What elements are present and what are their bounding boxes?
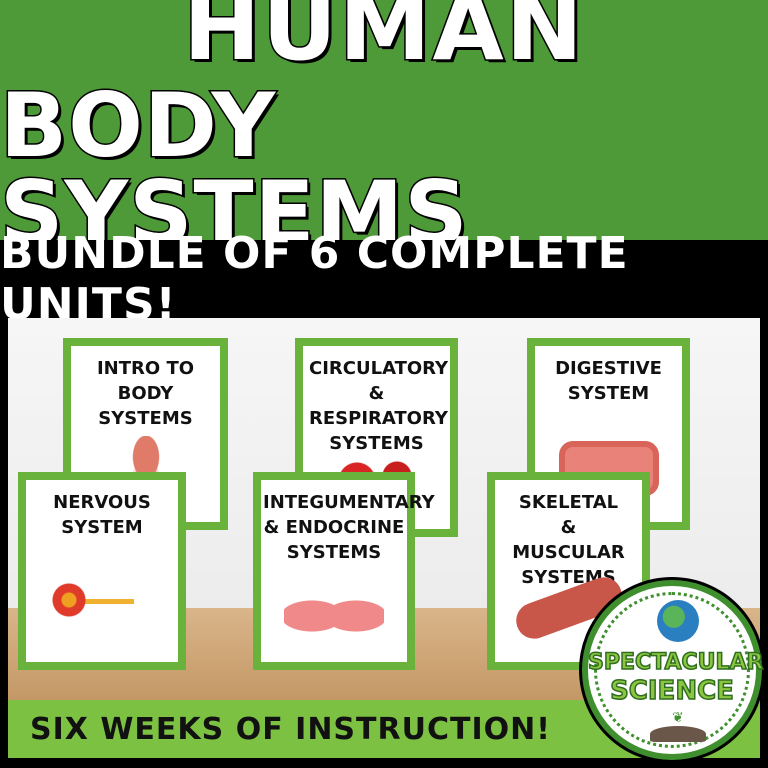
card-skeletal: SKELETAL & MUSCULAR SYSTEMS [487, 472, 650, 670]
subtitle: BUNDLE OF 6 COMPLETE UNITS! [0, 228, 768, 330]
card-title: INTRO TO BODY SYSTEMS [96, 358, 195, 429]
sprout-icon: ❦ [672, 710, 684, 726]
card-title: INTEGUMENTARY & ENDOCRINE SYSTEMS [263, 492, 435, 563]
card-title: NERVOUS SYSTEM [53, 492, 151, 538]
neuron-icon [47, 580, 157, 620]
card-title: DIGESTIVE SYSTEM [555, 358, 662, 404]
title-line-1: HUMAN [182, 0, 585, 81]
soil-icon [650, 726, 706, 742]
card-title: SKELETAL & MUSCULAR SYSTEMS [512, 492, 625, 588]
card-title: CIRCULATORY & RESPIRATORY SYSTEMS [309, 358, 449, 454]
logo-line-1: SPECTACULAR [587, 650, 764, 675]
card-integumentary: INTEGUMENTARY & ENDOCRINE SYSTEMS [253, 472, 435, 670]
card-nervous: NERVOUS SYSTEM [18, 472, 186, 670]
spectacular-science-logo: SPECTACULAR SCIENCE ❦ [582, 580, 764, 760]
header: HUMAN BODY SYSTEMS [0, 0, 768, 259]
thyroid-icon [284, 580, 384, 652]
globe-icon [657, 600, 699, 642]
logo-line-2: SCIENCE [609, 676, 734, 706]
logo-dotted-ring [594, 592, 750, 748]
